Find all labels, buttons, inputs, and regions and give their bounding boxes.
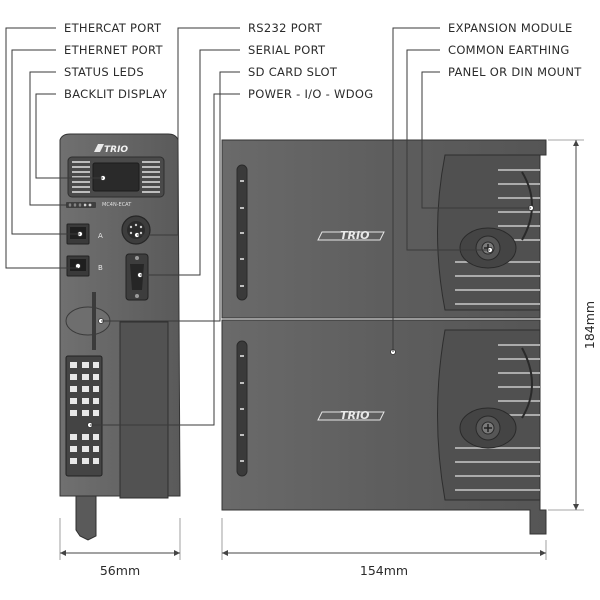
front-logo: TRIO	[94, 144, 128, 155]
port-letter-b: B	[98, 264, 103, 272]
rs232-connector	[121, 215, 151, 245]
side-fins-lower	[437, 329, 541, 501]
dimension-side-depth: 154mm	[221, 518, 547, 578]
callout-common-earthing: COMMON EARTHING	[448, 43, 570, 57]
callout-rs232-port: RS232 PORT	[248, 21, 323, 35]
callout-serial-port: SERIAL PORT	[248, 43, 326, 57]
sd-card-slot	[65, 292, 111, 350]
callouts-left: ETHERCAT PORT ETHERNET PORT STATUS LEDS …	[64, 21, 168, 101]
side-fins-upper	[437, 154, 541, 311]
callout-power-io-wdog: POWER - I/O - WDOG	[248, 87, 373, 101]
callout-expansion-module: EXPANSION MODULE	[448, 21, 573, 35]
din-clip	[75, 495, 97, 541]
dimension-front-width: 56mm	[59, 518, 181, 578]
callout-ethernet-port: ETHERNET PORT	[64, 43, 163, 57]
side-vent-marks	[240, 180, 244, 462]
callout-backlit-display: BACKLIT DISPLAY	[64, 87, 168, 101]
model-label: MC4N-ECAT	[102, 202, 132, 208]
side-logo-lower: TRIO	[317, 409, 385, 422]
serial-connector	[125, 253, 149, 301]
ethernet-port-b	[66, 255, 90, 277]
dimension-height: 184mm	[548, 139, 597, 511]
front-view: TRIO MC4N-ECAT	[59, 133, 181, 541]
callout-ethercat-port: ETHERCAT PORT	[64, 21, 162, 35]
callout-sd-card-slot: SD CARD SLOT	[248, 65, 338, 79]
side-logo-upper: TRIO	[317, 229, 385, 242]
front-cover-panel	[119, 321, 169, 499]
front-logo-text: TRIO	[104, 145, 128, 155]
callout-status-leds: STATUS LEDS	[64, 65, 144, 79]
display-screen	[92, 162, 140, 192]
io-terminal-block	[65, 355, 103, 477]
port-letter-a: A	[98, 232, 103, 240]
side-view: TRIO TRIO	[221, 139, 547, 535]
side-logo-upper-text: TRIO	[340, 229, 369, 242]
dimension-side-depth-label: 154mm	[360, 563, 408, 578]
side-logo-lower-text: TRIO	[340, 409, 369, 422]
callout-panel-din-mount: PANEL OR DIN MOUNT	[448, 65, 582, 79]
backlit-display	[67, 156, 165, 198]
callouts-center: RS232 PORT SERIAL PORT SD CARD SLOT POWE…	[248, 21, 373, 101]
dimension-height-label: 184mm	[582, 301, 597, 349]
leader-lines	[5, 27, 531, 426]
dimension-front-width-label: 56mm	[100, 563, 140, 578]
callouts-right: EXPANSION MODULE COMMON EARTHING PANEL O…	[448, 21, 582, 79]
